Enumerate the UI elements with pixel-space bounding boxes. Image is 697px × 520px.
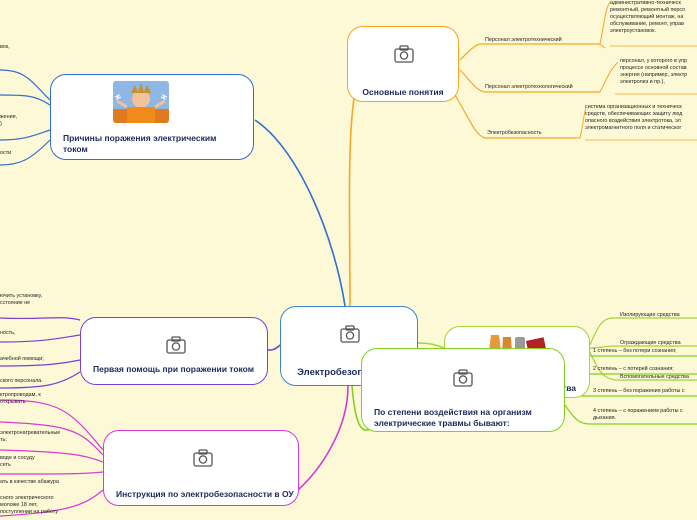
node-degrees[interactable]: По степени воздействия на организм элект… — [361, 348, 565, 432]
camera-icon — [340, 325, 360, 343]
basic-item-label[interactable]: Электробезопасность — [487, 130, 542, 136]
instruction-item: ктропроводам, к открывать — [0, 392, 41, 405]
node-first-aid[interactable]: Первая помощь при поражении током — [80, 317, 268, 385]
protective-item[interactable]: Ограждающие средства — [620, 340, 681, 346]
camera-icon — [394, 45, 414, 63]
first-aid-title: Первая помощь при поражении током — [93, 364, 255, 374]
edge-center-instruction — [297, 385, 349, 491]
node-causes[interactable]: Причины поражения электрическим током — [50, 74, 254, 160]
edge-center-protective — [417, 342, 445, 349]
degrees-title: По степени воздействия на организм элект… — [374, 407, 532, 428]
causes-item: жения, ) — [0, 114, 18, 127]
protective-item[interactable]: Вспомогательные средства — [620, 374, 689, 380]
camera-icon — [193, 449, 213, 467]
instruction-item: сного электрического моложе 18 лет, пост… — [0, 495, 59, 515]
instruction-item: воде и сосуду сеть — [0, 455, 35, 468]
center-title: Электробезопасность — [297, 367, 401, 378]
degrees-item: 2 степень – с потерей сознания; — [593, 366, 674, 372]
edge-center-firstaid — [267, 344, 281, 351]
basic-item-desc: система организационных и техническ сред… — [585, 104, 683, 131]
degrees-item: 3 степень – без поражения работы с — [593, 388, 685, 394]
causes-title: Причины поражения электрическим током — [63, 133, 217, 154]
basic-item-desc: персонал, у которого в упр процессе осно… — [620, 58, 688, 85]
instruction-item: электронагревательные ть; — [0, 430, 61, 443]
degrees-item: 4 степень – с поражением работы с дыхани… — [593, 408, 683, 421]
edge-center-causes — [254, 119, 346, 307]
instruction-title: Инструкция по электробезопасности в ОУ — [116, 489, 294, 499]
causes-item: вок, — [0, 44, 10, 50]
camera-icon — [166, 336, 186, 354]
protective-item[interactable]: Изолирующие средства — [620, 312, 680, 318]
causes-item: ости — [0, 150, 12, 156]
camera-icon — [453, 369, 473, 387]
basic-item-label[interactable]: Персонал электротехнологический — [485, 84, 573, 90]
node-basic-concepts[interactable]: Основные понятия — [347, 26, 459, 102]
basic-item-label[interactable]: Персонал электротехнический — [485, 37, 562, 43]
first-aid-item: ючить установку, сстояние не — [0, 293, 43, 306]
instruction-item: ать в качестве абажура — [0, 479, 59, 485]
basic-item-desc: административно-техническ ремонтный, рем… — [610, 0, 686, 34]
first-aid-item: ского персонала. — [0, 378, 43, 384]
node-instruction[interactable]: Инструкция по электробезопасности в ОУ — [103, 430, 299, 506]
first-aid-item: ность, — [0, 330, 16, 336]
first-aid-item: ачебной помощи; — [0, 356, 44, 362]
basic-concepts-title: Основные понятия — [362, 87, 444, 97]
electrocution-photo — [113, 81, 169, 123]
degrees-item: 1 степень – без потери сознания; — [593, 348, 677, 354]
